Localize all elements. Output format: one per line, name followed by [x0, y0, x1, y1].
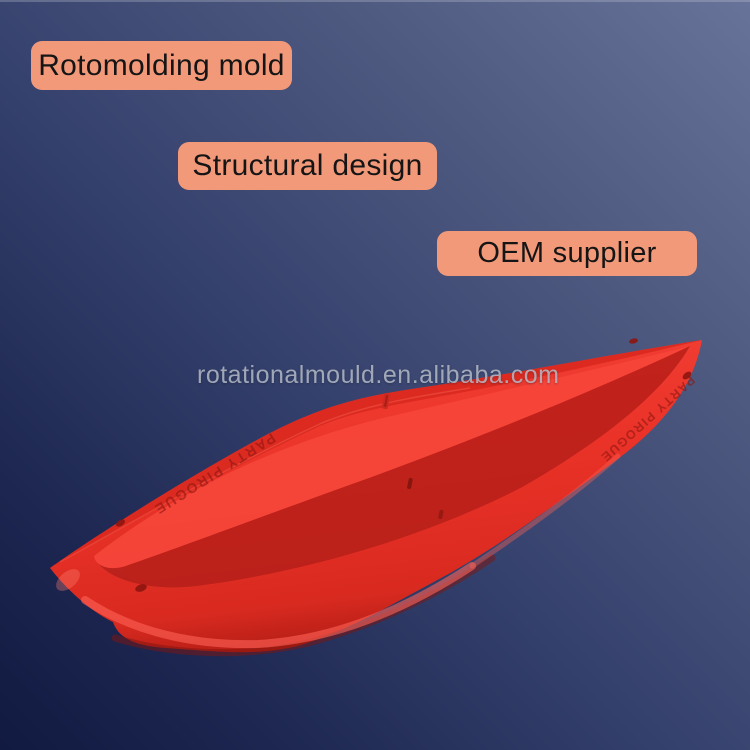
boat-floor-mark-2: [438, 509, 444, 520]
boat-floor-mark-1: [407, 477, 413, 490]
badge-structural-design: Structural design: [178, 142, 437, 190]
boat-bottom-highlight: [81, 562, 476, 649]
badge-oem-supplier-label: OEM supplier: [477, 237, 657, 269]
boat-tip-highlight: [56, 569, 80, 591]
boat-rim-hole-4: [682, 371, 692, 380]
boat-rim-hole-3: [629, 338, 638, 344]
boat-rim-ridge: [59, 387, 471, 563]
boat-rim-hole-1: [115, 519, 126, 527]
top-edge-highlight: [0, 0, 750, 2]
badge-oem-supplier: OEM supplier: [437, 231, 697, 276]
boat-rim-hole-2: [135, 584, 147, 592]
badge-rotomolding-mold-label: Rotomolding mold: [38, 48, 285, 82]
badge-rotomolding-mold: Rotomolding mold: [31, 41, 292, 90]
boat-inner-farwall: [94, 346, 690, 569]
boat-bottom-highlight-tail: [469, 453, 621, 569]
boat-rim-notch-shadow: [384, 395, 389, 407]
boat-inner-nearwall: [123, 346, 691, 588]
watermark: rotationalmould.en.alibaba.com: [197, 361, 560, 389]
badge-structural-design-label: Structural design: [192, 149, 423, 182]
